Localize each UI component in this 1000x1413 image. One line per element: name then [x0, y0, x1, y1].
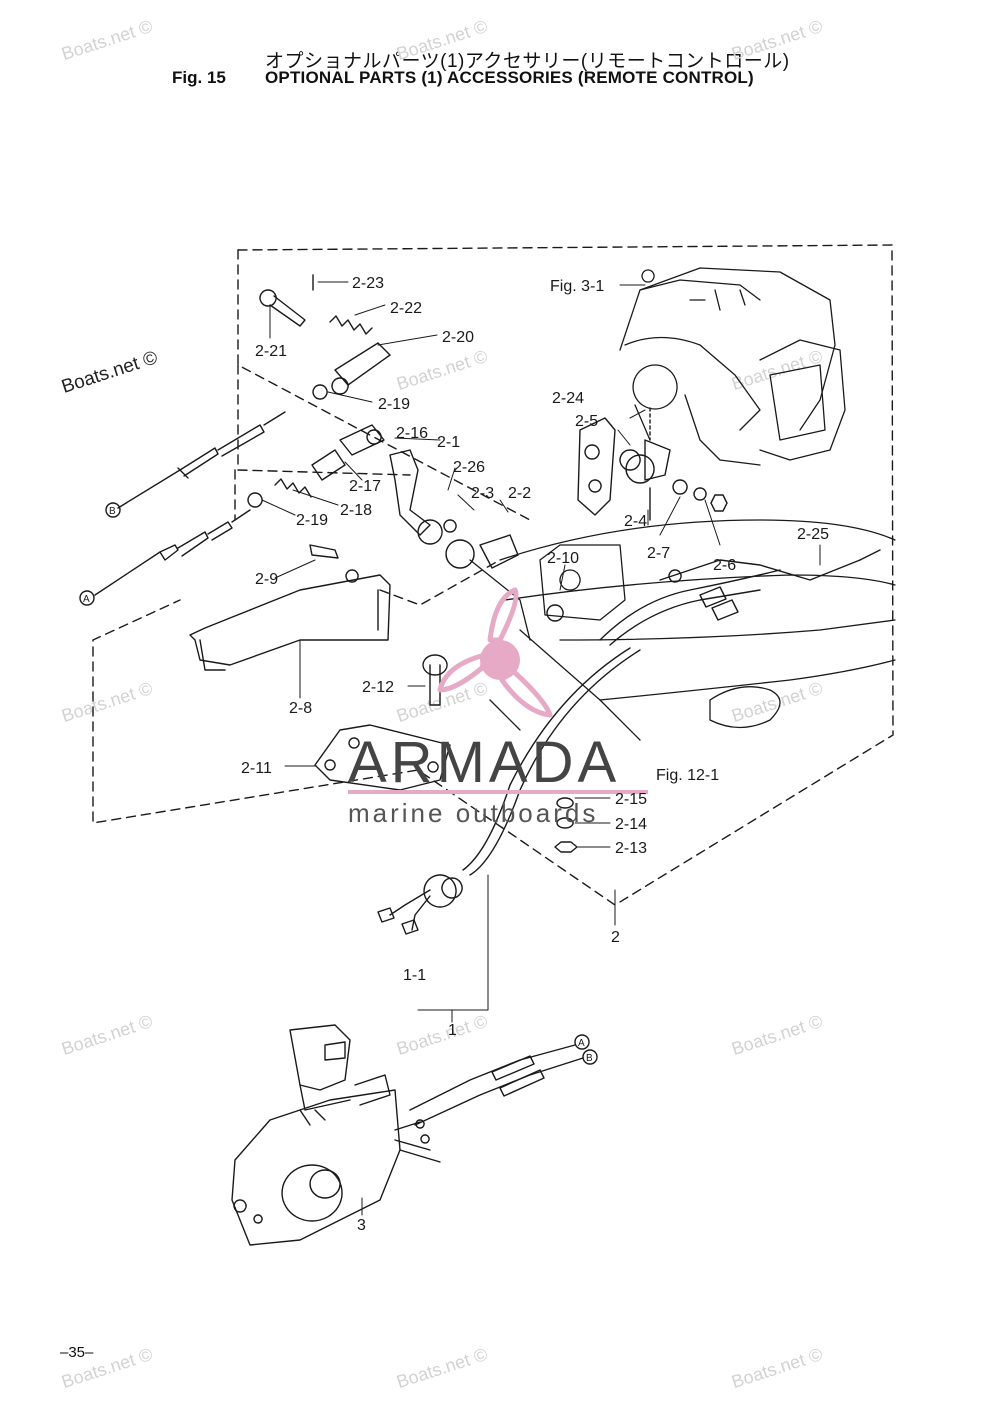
- engine-block: [619, 267, 846, 466]
- label-2-12: 2-12: [362, 679, 394, 696]
- logo-text: ARMADA marine outboards: [348, 730, 620, 828]
- pin-and-spring-parts: [247, 274, 391, 508]
- label-3: 3: [357, 1217, 366, 1234]
- label-2-24: 2-24: [552, 390, 584, 407]
- remote-control-box: [231, 1024, 441, 1246]
- marker-a-icon: [574, 1034, 590, 1050]
- label-2-2: 2-2: [508, 485, 531, 502]
- label-2-23: 2-23: [352, 275, 384, 292]
- label-2-18: 2-18: [340, 502, 372, 519]
- label-2-19: 2-19: [296, 512, 328, 529]
- bracket-2-8: [189, 544, 391, 671]
- label-2-5: 2-5: [575, 413, 598, 430]
- page-number: –35–: [60, 1344, 94, 1361]
- label-2-3: 2-3: [471, 485, 494, 502]
- control-cables: [409, 1044, 584, 1144]
- logo-tagline: marine outboards: [348, 798, 598, 828]
- shift-lever-parts: [619, 407, 728, 521]
- label-2-21: 2-21: [255, 343, 287, 360]
- marker-a-label: A: [578, 1038, 585, 1049]
- label-2-10: 2-10: [547, 550, 579, 567]
- sleeve-parts: [274, 424, 385, 498]
- label-2-19: 2-19: [378, 396, 410, 413]
- label-fig-3-1: Fig. 3-1: [550, 278, 604, 295]
- label-2-4: 2-4: [624, 513, 647, 530]
- lower-body: [469, 519, 896, 741]
- label-2-14: 2-14: [615, 816, 647, 833]
- label-2-22: 2-22: [390, 300, 422, 317]
- lever-and-bushings: [389, 449, 519, 569]
- label-2-1: 2-1: [437, 434, 460, 451]
- leader-lines: [261, 281, 821, 1216]
- bracket-plate: [577, 417, 616, 516]
- marker-a-label: A: [83, 594, 90, 605]
- label-2-25: 2-25: [797, 526, 829, 543]
- label-fig-12-1: Fig. 12-1: [656, 767, 719, 784]
- figure-number: Fig. 15: [172, 68, 226, 87]
- mounting-hardware: [314, 604, 578, 853]
- part-labels: 2-23 2-22 2-20 2-21 Fig. 3-1 2-19 2-24 2…: [83, 275, 829, 1234]
- label-2-26: 2-26: [453, 459, 485, 476]
- main-cable: [377, 647, 641, 935]
- label-1-1: 1-1: [403, 967, 426, 984]
- marker-b-label: B: [109, 506, 116, 517]
- label-2-8: 2-8: [289, 700, 312, 717]
- label-2: 2: [611, 929, 620, 946]
- cable-b: [117, 411, 286, 509]
- cable-a: [94, 509, 251, 596]
- assembly-boundary: [92, 244, 894, 906]
- label-2-13: 2-13: [615, 840, 647, 857]
- marker-b-icon: [105, 502, 121, 518]
- title-japanese: オプショナルパーツ(1)アクセサリー(リモートコントロール): [265, 51, 790, 72]
- wire-harness: [599, 549, 881, 646]
- label-2-20: 2-20: [442, 329, 474, 346]
- label-2-11: 2-11: [241, 760, 272, 777]
- logo-name: ARMADA: [348, 730, 620, 795]
- label-2-16: 2-16: [396, 425, 428, 442]
- armada-logo-icon: [348, 587, 648, 794]
- label-1: 1: [448, 1022, 457, 1039]
- label-2-7: 2-7: [647, 545, 670, 562]
- label-2-17: 2-17: [349, 478, 381, 495]
- label-2-9: 2-9: [255, 571, 278, 588]
- marker-b-icon: [582, 1049, 598, 1065]
- label-2-15: 2-15: [615, 791, 647, 808]
- title-english: OPTIONAL PARTS (1) ACCESSORIES (REMOTE C…: [265, 68, 754, 87]
- label-2-6: 2-6: [713, 557, 736, 574]
- marker-a-icon: [79, 590, 95, 606]
- marker-b-label: B: [586, 1053, 593, 1064]
